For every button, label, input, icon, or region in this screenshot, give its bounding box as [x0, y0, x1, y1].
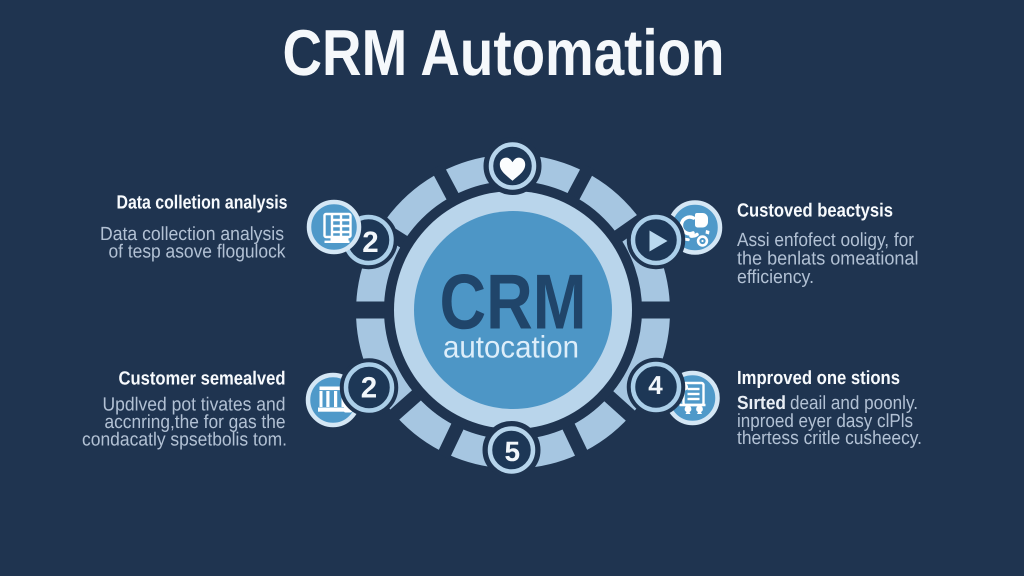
svg-text:Updlved pot tivates and: Updlved pot tivates and: [103, 395, 286, 416]
svg-text:efficiency.: efficiency.: [737, 267, 814, 288]
svg-text:thertess critle cusheecy.: thertess critle cusheecy.: [737, 428, 922, 449]
svg-text:of tesp asove flogulock: of tesp asove flogulock: [109, 242, 286, 263]
svg-text:Customer semealved: Customer semealved: [119, 369, 286, 390]
svg-text:inproed eyer dasy clPls: inproed eyer dasy clPls: [737, 411, 913, 432]
svg-text:Data collection analysis: Data collection analysis: [100, 224, 284, 245]
svg-text:Improved one stions: Improved one stions: [737, 368, 900, 389]
svg-text:Sırted: Sırted: [737, 393, 786, 414]
svg-text:condacatly spsetbolis tom.: condacatly spsetbolis tom.: [82, 430, 287, 451]
svg-text:2: 2: [361, 372, 377, 405]
svg-text:Data colletion analysis: Data colletion analysis: [117, 193, 288, 214]
svg-text:accnring,the for gas the: accnring,the for gas the: [105, 412, 286, 433]
svg-text:CRM Automation: CRM Automation: [283, 16, 725, 89]
svg-text:CRM: CRM: [440, 258, 587, 346]
svg-text:autocation: autocation: [443, 330, 579, 365]
svg-text:Assi enfofect ooligy, for: Assi enfofect ooligy, for: [737, 230, 915, 251]
svg-text:2: 2: [362, 226, 378, 259]
svg-text:the benlats omeational: the benlats omeational: [737, 249, 919, 270]
svg-text:Custoved beactysis: Custoved beactysis: [737, 201, 893, 222]
svg-text:4: 4: [648, 370, 663, 400]
svg-text:5: 5: [505, 436, 521, 467]
svg-text:deail and poonly.: deail and poonly.: [790, 393, 918, 414]
